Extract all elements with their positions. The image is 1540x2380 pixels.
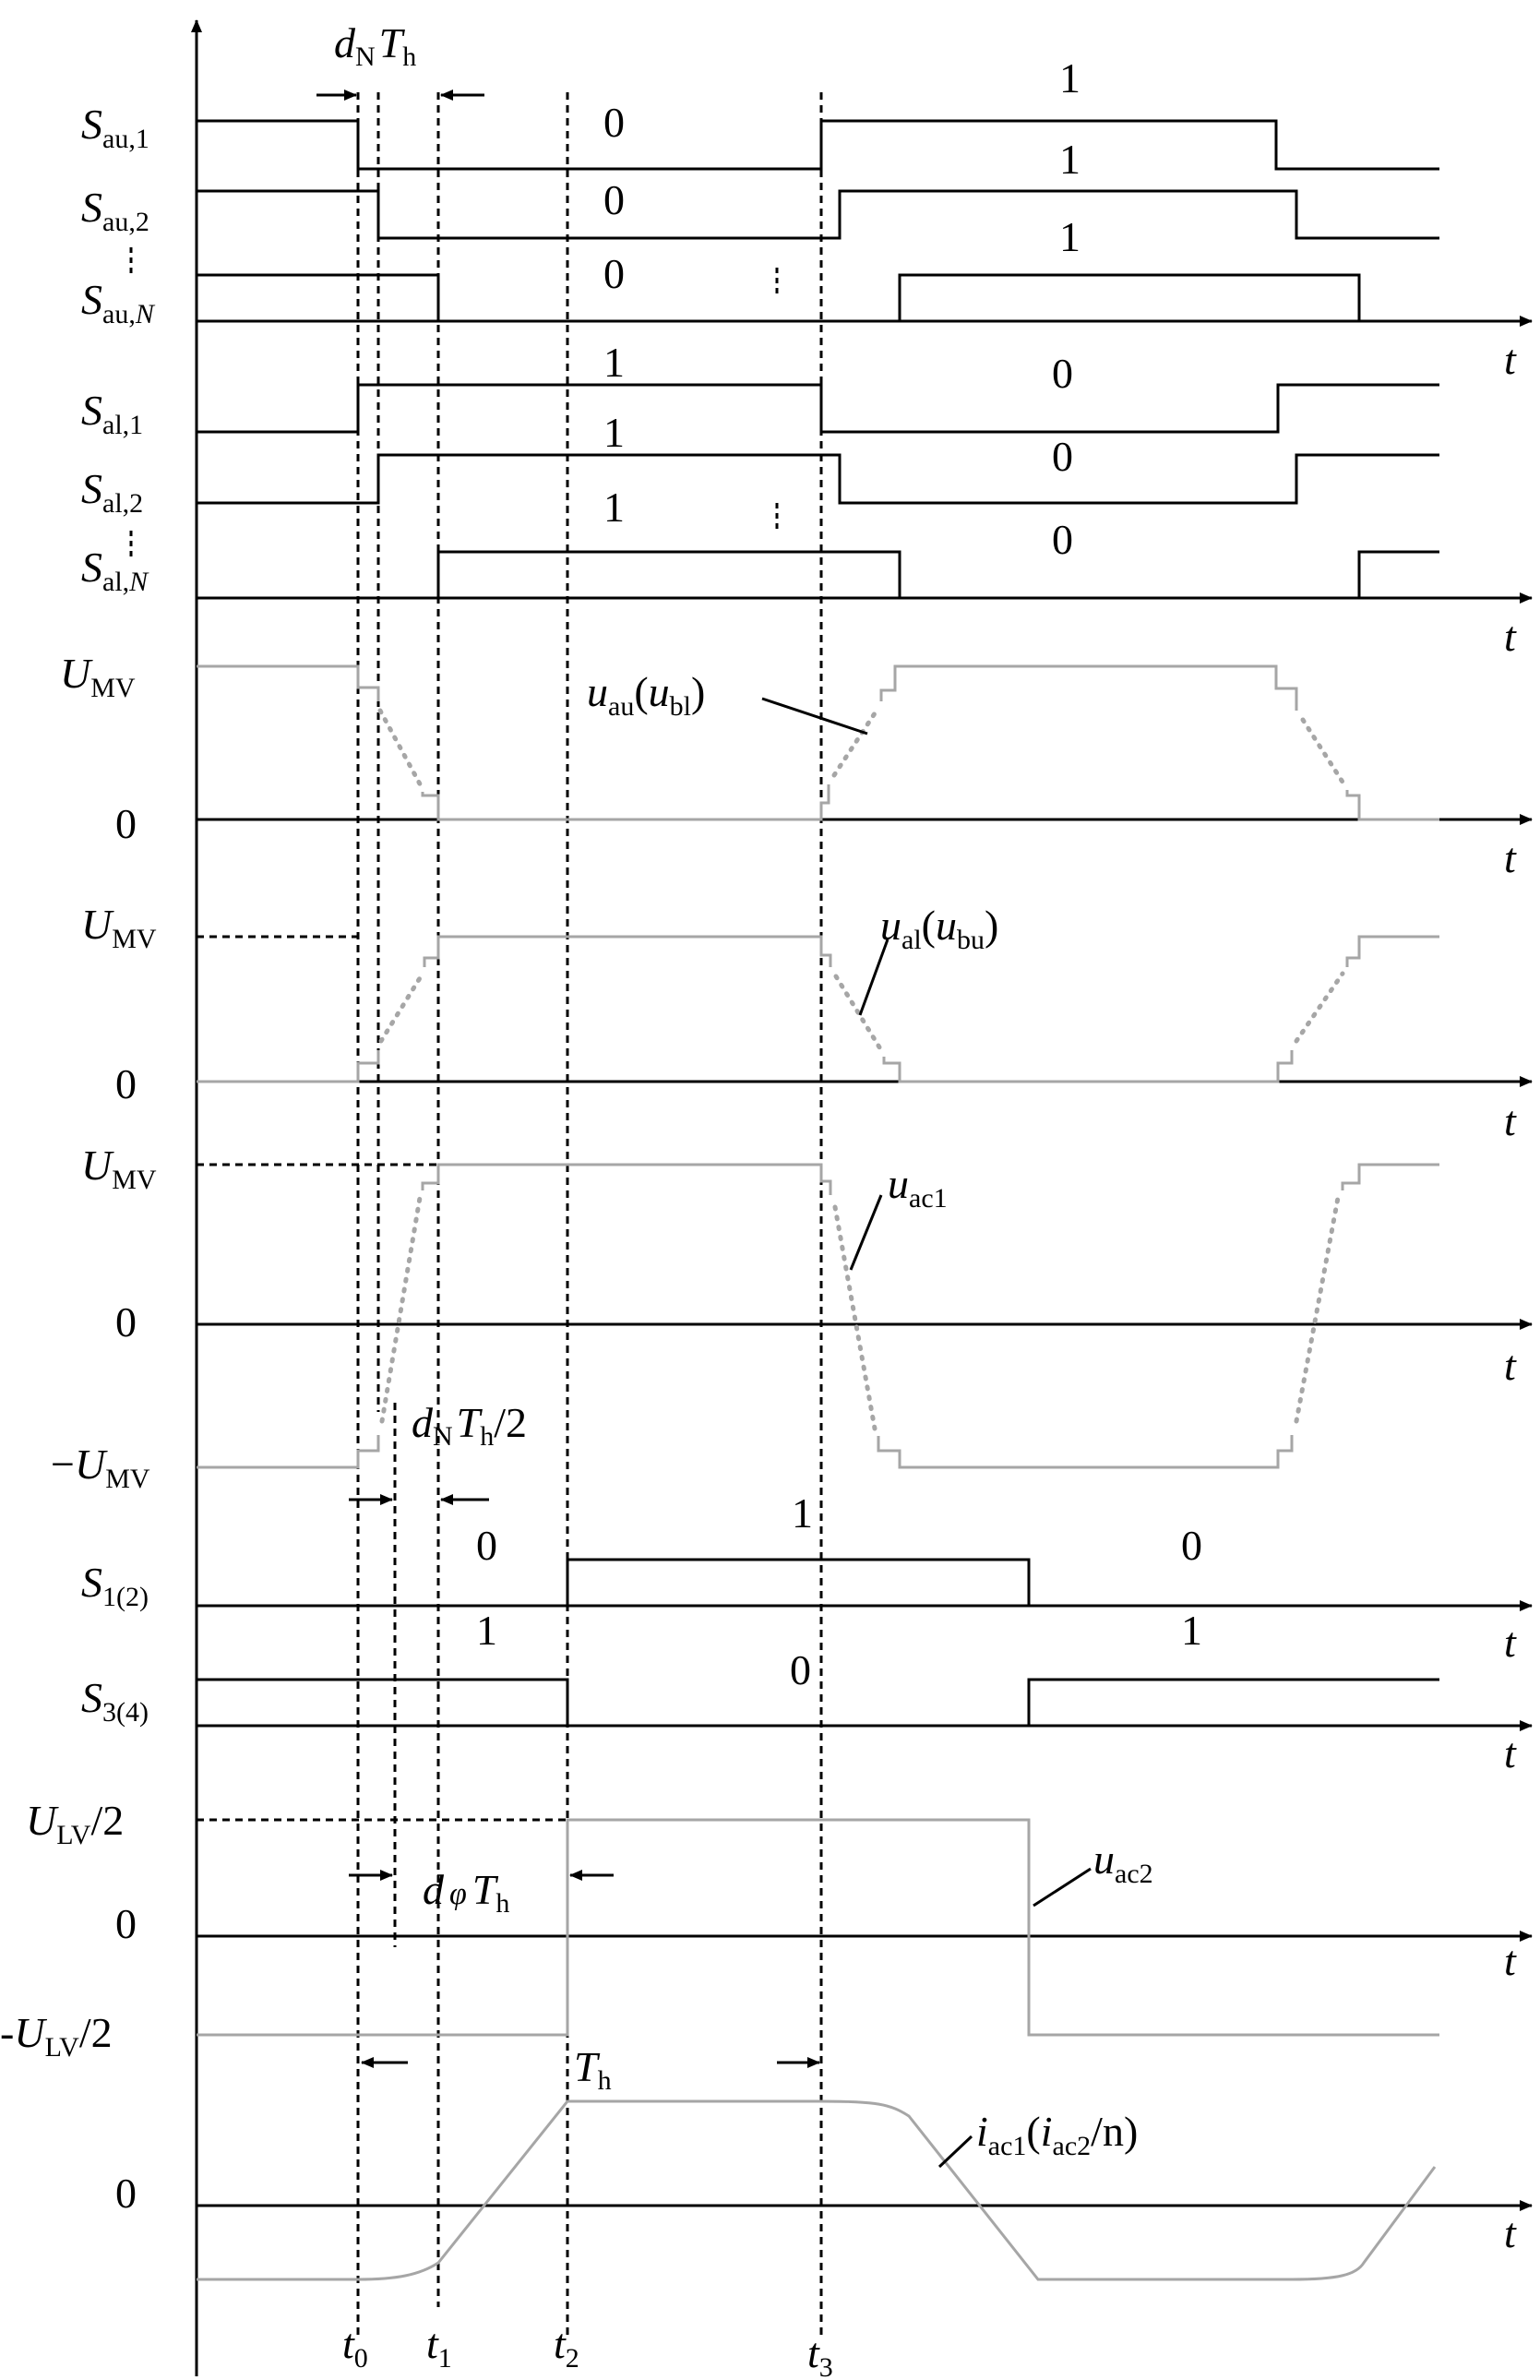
wave-label-uau: uau(ubl) <box>587 668 705 722</box>
t-label-5: t <box>1504 1342 1517 1389</box>
t-label-8: t <box>1504 1937 1517 1984</box>
wave-label-uac1: uac1 <box>888 1160 948 1214</box>
wave-ual-high <box>423 935 832 967</box>
t-label-7: t <box>1504 1729 1517 1776</box>
level-zero-2: 0 <box>115 1060 137 1107</box>
level-zero-5: 0 <box>115 2170 137 2217</box>
wave-saln-end <box>1357 550 1439 598</box>
state-saln-first: 1 <box>603 484 625 531</box>
wave-uac2 <box>197 1818 1439 2037</box>
wave-ual-rise-dots <box>378 971 425 1044</box>
wave-saln <box>436 550 901 598</box>
level-zero-3: 0 <box>115 1298 137 1345</box>
state-s12-a: 0 <box>476 1522 497 1569</box>
wave-iac1 <box>197 2099 1437 2281</box>
wave-uau-fall <box>197 664 380 701</box>
wave-s12 <box>197 1558 1031 1608</box>
row-label-s34: S3(4) <box>81 1674 149 1728</box>
row-label-sau1: Sau,1 <box>81 101 149 154</box>
level-zero-1: 0 <box>115 800 137 847</box>
state-sal2-second: 0 <box>1052 433 1073 480</box>
level-neg-umv: −UMV <box>51 1441 150 1494</box>
state-saun-second: 1 <box>1059 213 1080 260</box>
state-sal1-second: 0 <box>1052 350 1073 397</box>
time-mark-t1: t1 <box>426 2320 452 2374</box>
state-sau2-first: 0 <box>603 176 625 223</box>
state-sau1-first: 0 <box>603 99 625 146</box>
t-label-3: t <box>1504 834 1517 881</box>
state-sal2-first: 1 <box>603 409 625 456</box>
state-sal1-first: 1 <box>603 339 625 386</box>
state-saln-second: 0 <box>1052 516 1073 563</box>
wave-s34 <box>197 1678 1439 1728</box>
t-label-1: t <box>1504 336 1517 383</box>
wave-saun <box>197 273 1361 323</box>
state-sau2-second: 1 <box>1059 136 1080 183</box>
wave-uac1-rise-dots <box>379 1195 423 1424</box>
wave-label-ual: ual(ubu) <box>880 902 998 955</box>
level-umv-3: UMV <box>81 1142 157 1195</box>
t-label-9: t <box>1504 2209 1517 2256</box>
time-mark-t0: t0 <box>342 2320 368 2374</box>
time-mark-t2: t2 <box>554 2320 579 2374</box>
state-sau1-second: 1 <box>1059 54 1080 102</box>
state-s34-b: 0 <box>790 1646 811 1693</box>
wave-sau1 <box>197 119 1439 171</box>
level-umv-1: UMV <box>60 650 136 703</box>
state-s12-c: 0 <box>1181 1522 1202 1569</box>
wave-ual-rise <box>197 1050 380 1083</box>
wave-uau-end <box>1345 790 1439 821</box>
t-label-4: t <box>1504 1097 1517 1144</box>
wave-uau-fall2-dots <box>1300 717 1348 789</box>
wave-uau-low <box>421 784 830 821</box>
state-s34-a: 1 <box>476 1607 497 1654</box>
wave-ual-low <box>882 1050 1294 1083</box>
level-umv-2: UMV <box>81 901 157 954</box>
state-s12-b: 1 <box>792 1489 813 1537</box>
wave-ual-fall-dots <box>833 974 884 1053</box>
wave-ual-rise2-dots <box>1294 971 1345 1044</box>
row-label-sal2: Sal,2 <box>81 465 143 519</box>
wave-uac1-rise2-dots <box>1294 1195 1341 1424</box>
t-label-2: t <box>1504 613 1517 660</box>
row-label-sal1: Sal,1 <box>81 387 143 440</box>
wave-uac1-low <box>877 1435 1294 1469</box>
th-label: Th <box>574 2043 612 2096</box>
state-s34-c: 1 <box>1181 1607 1202 1654</box>
wave-ual-end <box>1345 935 1439 967</box>
wave-uac1-high <box>421 1163 832 1195</box>
wave-uac1-end <box>1341 1163 1439 1190</box>
dn-th-half-label: dNTh/2 <box>412 1399 527 1452</box>
level-neg-ulv-half: -ULV/2 <box>0 2009 113 2063</box>
state-saun-first: 0 <box>603 250 625 297</box>
level-ulv-half: ULV/2 <box>26 1797 124 1850</box>
wave-uau-high <box>879 664 1298 711</box>
wave-uac1-fall-dots <box>832 1204 877 1431</box>
row-label-sau2: Sau,2 <box>81 184 149 237</box>
time-mark-t3: t3 <box>807 2329 833 2380</box>
wave-sal2 <box>197 453 1439 505</box>
wave-label-iac1: iac1(iac2/n) <box>976 2108 1138 2161</box>
level-zero-4: 0 <box>115 1900 137 1947</box>
dn-th-label: dNTh <box>334 19 416 72</box>
row-label-saln: Sal,N <box>81 544 149 597</box>
t-label-6: t <box>1504 1619 1517 1666</box>
row-label-s12: S1(2) <box>81 1559 149 1612</box>
row-label-saun: Sau,N <box>81 276 156 329</box>
wave-sau2 <box>197 189 1439 240</box>
wave-uac1-rise <box>197 1435 380 1469</box>
wave-uau-rise-dots <box>831 708 879 778</box>
wave-label-uac2: uac2 <box>1093 1836 1153 1889</box>
leader-lines <box>761 697 1092 2169</box>
wave-uau-fall-dots <box>377 708 425 792</box>
wave-sal1 <box>197 383 1439 434</box>
